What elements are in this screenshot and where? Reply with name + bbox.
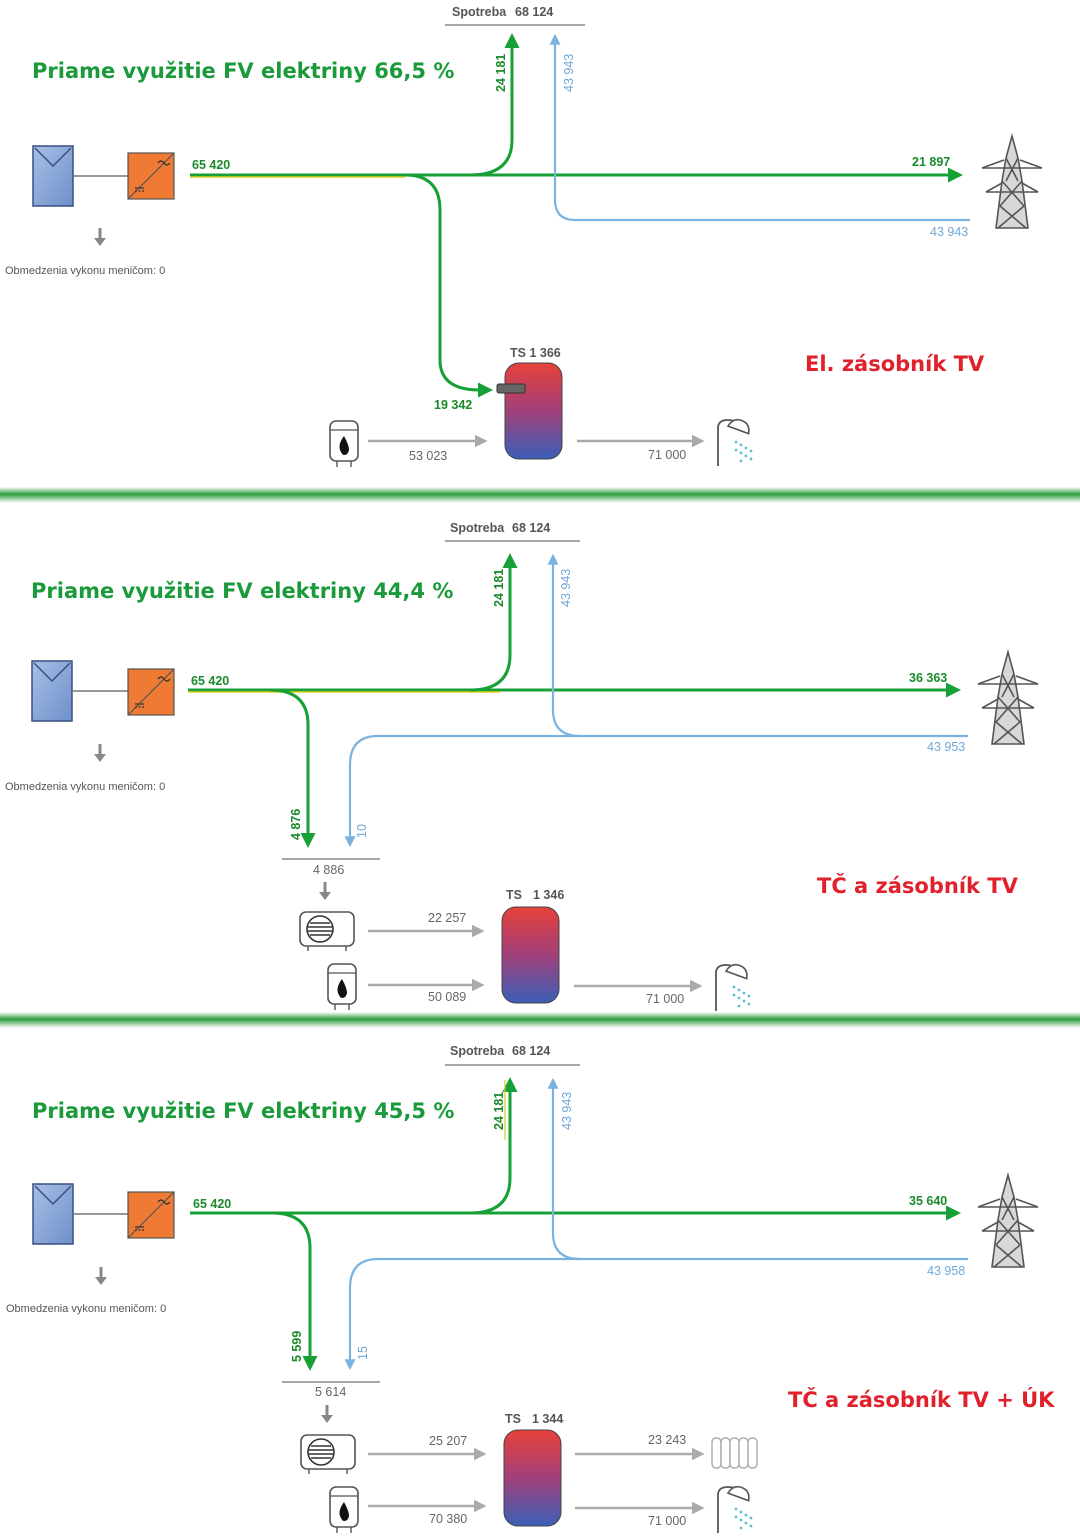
gas-boiler-icon bbox=[329, 420, 359, 468]
panel-title: Priame využitie FV elektriny 44,4 % bbox=[31, 579, 453, 603]
panel-2: Priame využitie FV elektriny 44,4 % TČ a… bbox=[5, 521, 1039, 1012]
consumption-value: 68 124 bbox=[515, 5, 553, 19]
power-pylon-icon bbox=[977, 651, 1039, 745]
boiler-to-storage-label: 50 089 bbox=[428, 990, 466, 1004]
solar-panel-icon bbox=[31, 660, 73, 722]
heatpump-to-storage-label: 25 207 bbox=[429, 1434, 467, 1448]
to-consumption-blue-label: 43 943 bbox=[559, 569, 573, 607]
storage-tank-icon bbox=[503, 1429, 562, 1527]
pv-output-label: 65 420 bbox=[192, 158, 230, 172]
shower-icon bbox=[717, 1482, 754, 1534]
storage-tank-icon bbox=[501, 906, 560, 1004]
radiator-icon bbox=[711, 1437, 758, 1469]
storage-value: 1 346 bbox=[533, 888, 564, 902]
heatpump-total-label: 4 886 bbox=[313, 863, 344, 877]
shower-icon bbox=[717, 415, 754, 467]
to-consumption-blue-label: 43 943 bbox=[562, 54, 576, 92]
shower-icon bbox=[715, 960, 752, 1012]
inverter-icon bbox=[127, 668, 175, 716]
inverter-limit-text: Obmedzenia vykonu meničom: 0 bbox=[6, 1303, 166, 1315]
from-grid-label: 43 943 bbox=[930, 225, 968, 239]
power-pylon-icon bbox=[981, 135, 1043, 229]
to-storage-label: 19 342 bbox=[434, 398, 472, 412]
consumption-value: 68 124 bbox=[512, 521, 550, 535]
panel-title: Priame využitie FV elektriny 45,5 % bbox=[32, 1099, 454, 1123]
storage-to-shower-label: 71 000 bbox=[648, 1514, 686, 1528]
storage-value: 1 344 bbox=[532, 1412, 563, 1426]
panel-1: Priame využitie FV elektriny 66,5 % El. … bbox=[5, 5, 1043, 468]
pv-output-label: 65 420 bbox=[193, 1197, 231, 1211]
to-heatpump-green-label: 5 599 bbox=[290, 1331, 304, 1362]
panel-title: Priame využitie FV elektriny 66,5 % bbox=[32, 59, 454, 83]
consumption-label: Spotreba bbox=[452, 5, 507, 19]
panel-divider bbox=[0, 487, 1080, 503]
storage-label: TS bbox=[505, 1412, 521, 1426]
storage-label: TS 1 366 bbox=[510, 346, 561, 360]
to-heatpump-green-label: 4 876 bbox=[289, 809, 303, 840]
panel-subtitle: TČ a zásobník TV + ÚK bbox=[788, 1387, 1055, 1412]
panel-subtitle: TČ a zásobník TV bbox=[817, 873, 1019, 898]
to-consumption-green-label: 24 181 bbox=[494, 54, 508, 92]
pv-output-label: 65 420 bbox=[191, 674, 229, 688]
from-grid-label: 43 953 bbox=[927, 740, 965, 754]
consumption-label: Spotreba bbox=[450, 521, 505, 535]
panel-divider bbox=[0, 1012, 1080, 1028]
heatpump-total-label: 5 614 bbox=[315, 1385, 346, 1399]
heatpump-to-storage-label: 22 257 bbox=[428, 911, 466, 925]
storage-to-shower-label: 71 000 bbox=[646, 992, 684, 1006]
storage-label: TS bbox=[506, 888, 522, 902]
to-heatpump-blue-label: 10 bbox=[355, 824, 369, 838]
panel-subtitle: El. zásobník TV bbox=[805, 352, 985, 376]
from-grid-label: 43 958 bbox=[927, 1264, 965, 1278]
consumption-value: 68 124 bbox=[512, 1044, 550, 1058]
gas-boiler-icon bbox=[327, 963, 357, 1011]
heat-pump-icon bbox=[299, 911, 355, 952]
to-consumption-blue-label: 43 943 bbox=[560, 1092, 574, 1130]
storage-to-shower-label: 71 000 bbox=[648, 448, 686, 462]
power-pylon-icon bbox=[977, 1174, 1039, 1268]
inverter-limit-text: Obmedzenia vykonu meničom: 0 bbox=[5, 265, 165, 277]
gas-boiler-icon bbox=[329, 1486, 359, 1534]
storage-to-radiator-label: 23 243 bbox=[648, 1433, 686, 1447]
boiler-to-storage-label: 53 023 bbox=[409, 449, 447, 463]
to-consumption-green-label: 24 181 bbox=[492, 1092, 506, 1130]
panel-3: Priame využitie FV elektriny 45,5 % TČ a… bbox=[6, 1044, 1055, 1534]
storage-tank-icon bbox=[496, 362, 563, 460]
solar-panel-icon bbox=[32, 1183, 74, 1245]
solar-panel-icon bbox=[32, 145, 74, 207]
heat-pump-icon bbox=[300, 1434, 356, 1475]
to-heatpump-blue-label: 15 bbox=[356, 1346, 370, 1360]
inverter-icon bbox=[127, 1191, 175, 1239]
boiler-to-storage-label: 70 380 bbox=[429, 1512, 467, 1526]
inverter-icon bbox=[127, 152, 175, 200]
to-consumption-green-label: 24 181 bbox=[492, 569, 506, 607]
to-grid-label: 35 640 bbox=[909, 1194, 947, 1208]
inverter-limit-text: Obmedzenia vykonu meničom: 0 bbox=[5, 781, 165, 793]
to-grid-label: 21 897 bbox=[912, 155, 950, 169]
consumption-label: Spotreba bbox=[450, 1044, 505, 1058]
to-grid-label: 36 363 bbox=[909, 671, 947, 685]
